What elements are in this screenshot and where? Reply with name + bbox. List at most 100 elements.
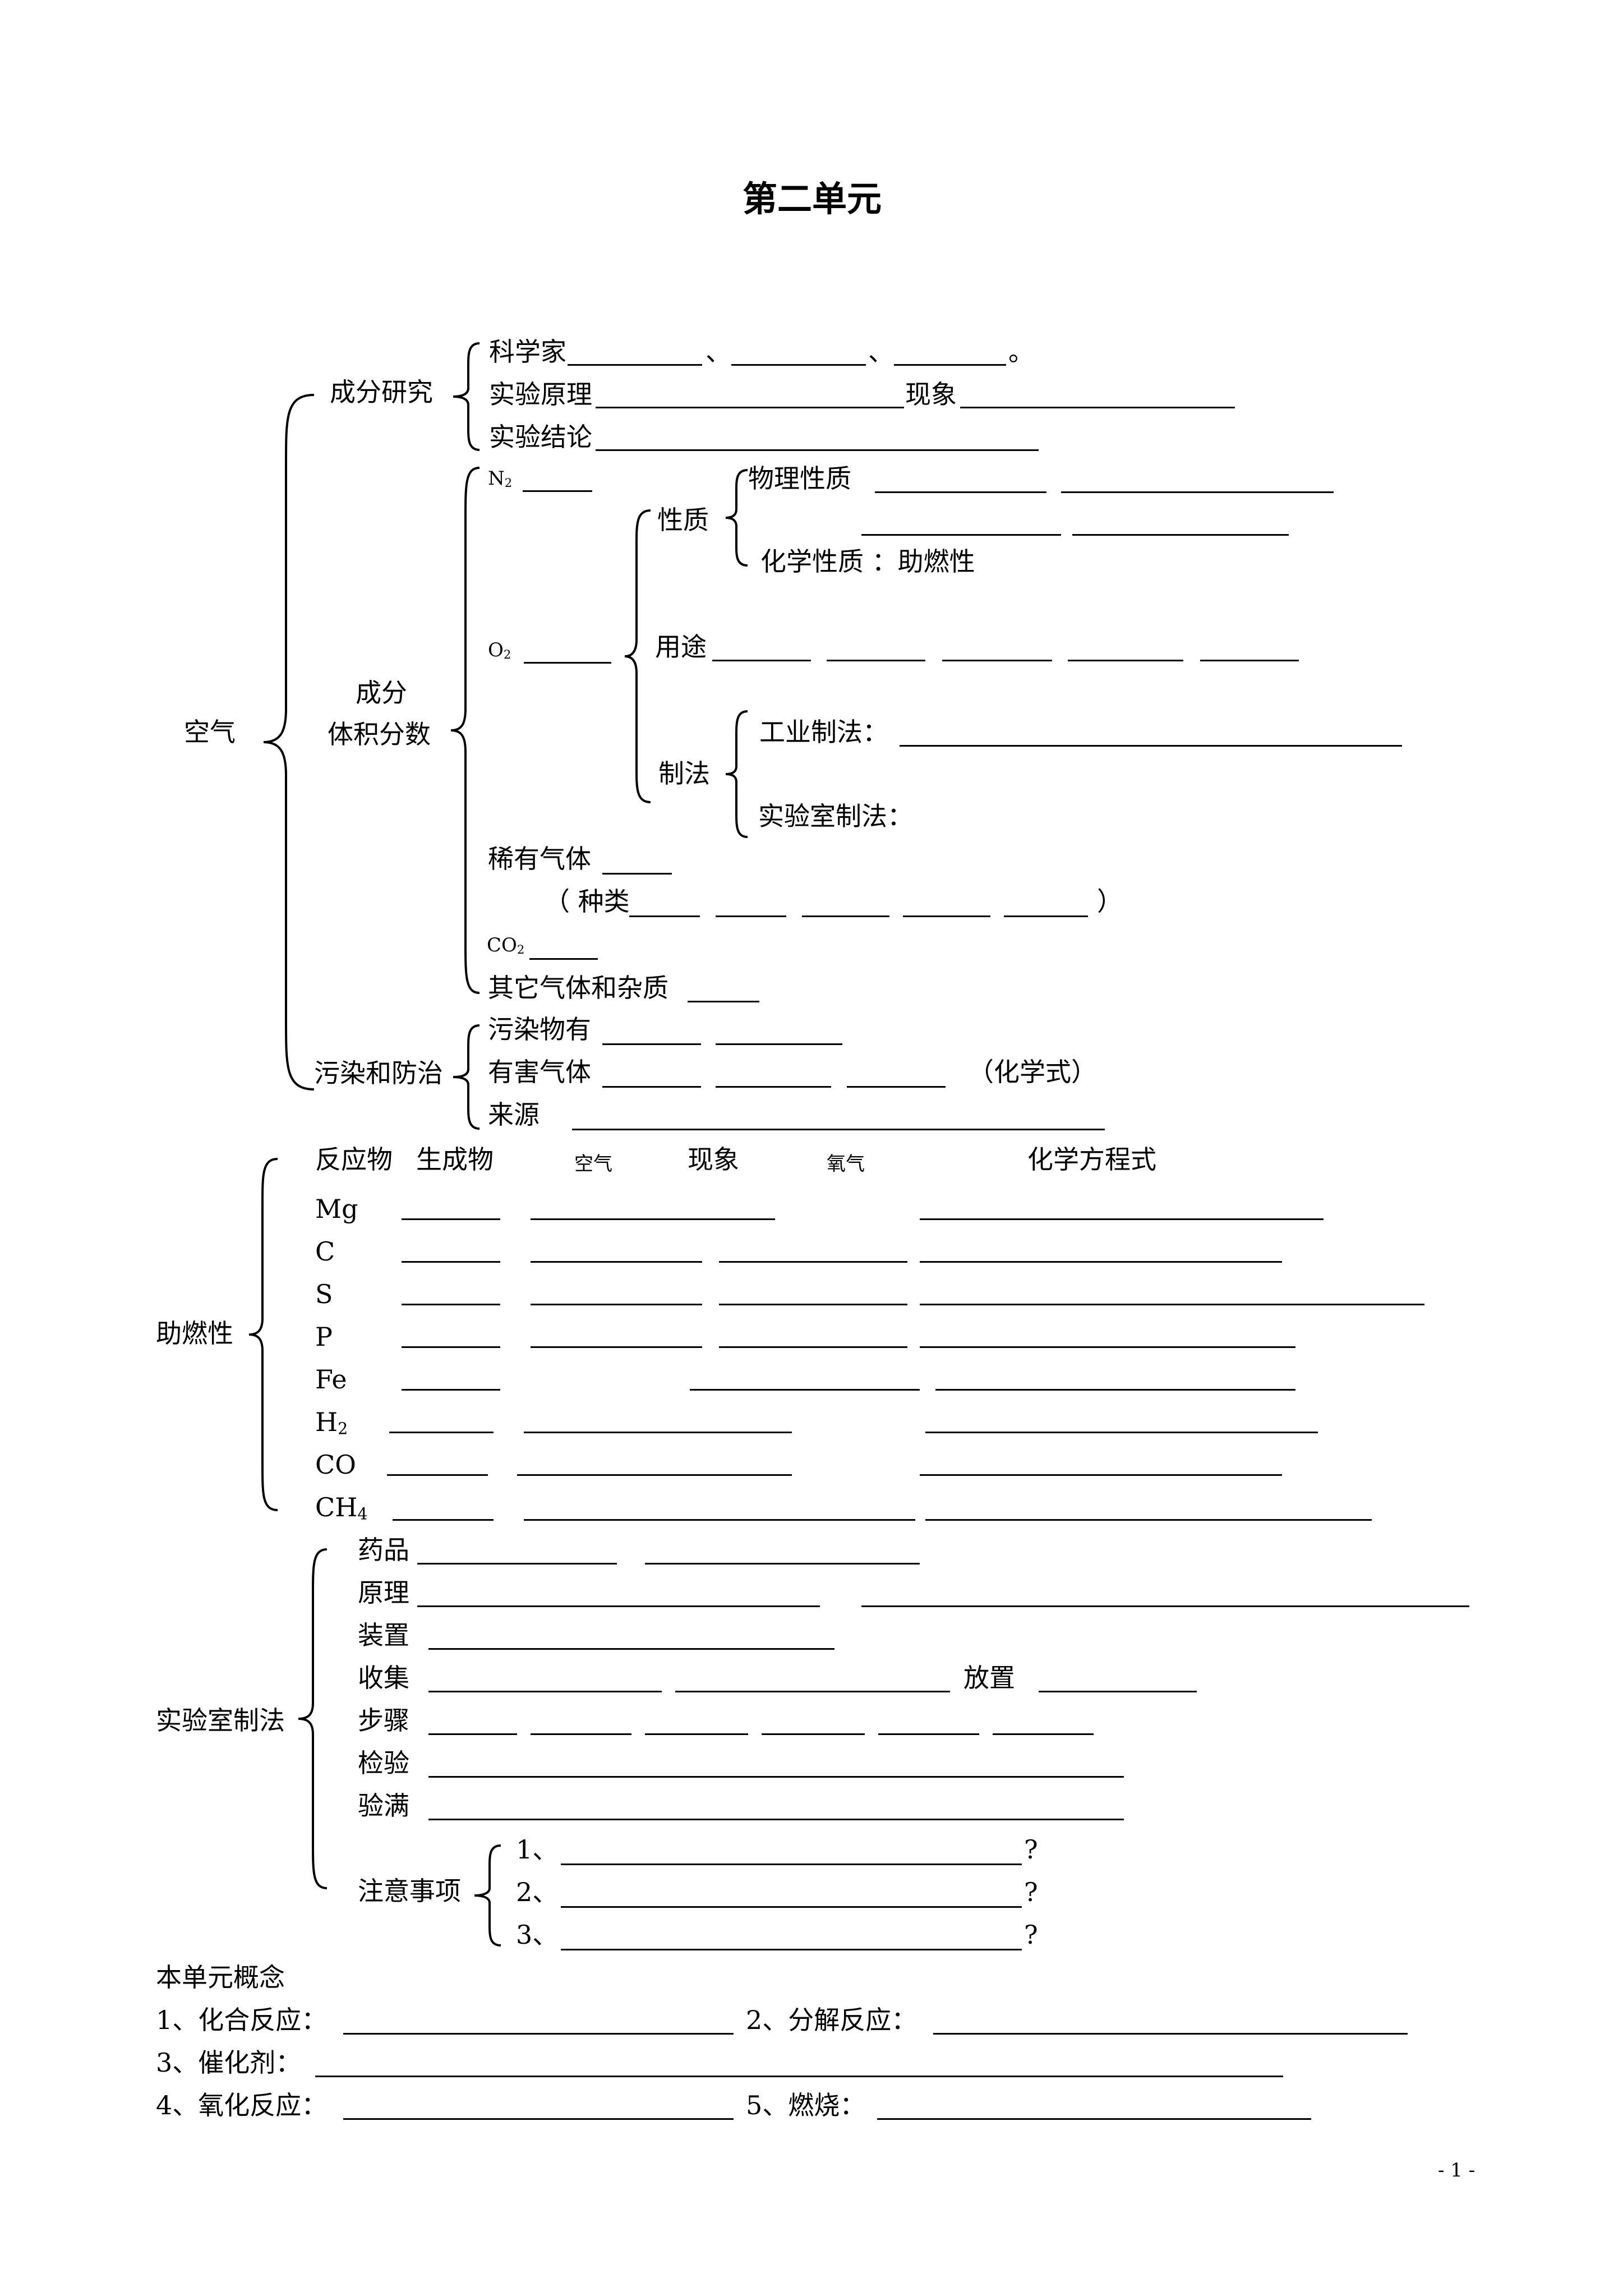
full-check-label: 验满 [358,1791,409,1821]
conclusion-blank[interactable] [596,449,1039,451]
noble-gas-blank[interactable] [602,873,672,875]
volume-fraction-label-2: 体积分数 [328,719,431,749]
s-air-blank[interactable] [531,1304,702,1305]
combustion-brace [248,1158,278,1511]
c-product-blank[interactable] [402,1261,500,1263]
pollutant-blank-2[interactable] [716,1043,842,1045]
source-blank[interactable] [572,1129,1105,1130]
scientist-blank-3[interactable] [894,364,1006,366]
physical-blank-4[interactable] [1072,534,1289,536]
concept-1-label: 1、化合反应： [156,2005,328,2035]
physical-blank-1[interactable] [875,491,1046,493]
kinds-blank-4[interactable] [903,915,990,917]
collection-blank-2[interactable] [675,1691,950,1692]
co2-blank[interactable] [529,958,598,960]
n2-label: N2 [488,467,513,490]
apparatus-blank[interactable] [428,1648,834,1650]
phenomenon-blank[interactable] [960,407,1235,408]
n2-blank[interactable] [523,490,592,492]
physical-blank-3[interactable] [861,534,1061,536]
industrial-method-blank[interactable] [900,745,1402,747]
placement-label: 放置 [963,1663,1015,1693]
placement-blank[interactable] [1039,1691,1197,1692]
col-equation: 化学方程式 [1027,1144,1156,1175]
principle-blank[interactable] [596,407,904,408]
pollutant-blank-1[interactable] [602,1043,701,1045]
page-number: - 1 - [1438,2159,1476,2182]
mg-product-blank[interactable] [402,1218,500,1220]
use-blank-4[interactable] [1068,660,1183,661]
p-product-blank[interactable] [402,1346,500,1348]
kinds-blank-1[interactable] [629,915,700,917]
use-blank-2[interactable] [827,660,925,661]
use-blank-5[interactable] [1200,660,1299,661]
c-air-blank[interactable] [531,1261,702,1263]
reactant-c: C [315,1236,335,1267]
step-blank-4[interactable] [762,1733,865,1735]
concept-4-blank[interactable] [343,2118,734,2120]
uses-label: 用途 [655,632,707,662]
step-blank-5[interactable] [878,1733,979,1735]
concept-3-blank[interactable] [315,2076,1283,2077]
o2-blank[interactable] [524,662,611,664]
step-blank-6[interactable] [993,1733,1094,1735]
scientist-blank-2[interactable] [731,364,866,366]
full-check-blank[interactable] [428,1819,1124,1820]
co-air-blank[interactable] [517,1474,792,1476]
lab-prep-brace [298,1548,328,1889]
fe-oxygen-blank[interactable] [690,1389,920,1391]
co-product-blank[interactable] [387,1474,488,1476]
s-equation-blank[interactable] [920,1304,1424,1305]
concept-5-blank[interactable] [877,2118,1311,2120]
harmful-blank-3[interactable] [847,1086,946,1088]
ch4-product-blank[interactable] [393,1519,494,1521]
physical-blank-2[interactable] [1061,491,1334,493]
drugs-blank-2[interactable] [645,1563,920,1565]
c-oxygen-blank[interactable] [719,1261,907,1263]
step-blank-3[interactable] [645,1733,748,1735]
reactant-ch4: CH4 [315,1492,368,1524]
other-gases-blank[interactable] [688,1001,759,1002]
fe-equation-blank[interactable] [935,1389,1295,1391]
steps-label: 步骤 [358,1705,409,1736]
h2-air-blank[interactable] [524,1432,792,1433]
s-oxygen-blank[interactable] [719,1304,907,1305]
use-blank-1[interactable] [712,660,811,661]
step-blank-2[interactable] [531,1733,631,1735]
p-oxygen-blank[interactable] [719,1346,907,1348]
drugs-blank-1[interactable] [417,1563,617,1565]
harmful-blank-1[interactable] [602,1086,701,1088]
source-label: 来源 [488,1099,540,1130]
c-equation-blank[interactable] [920,1261,1282,1263]
ch4-equation-blank[interactable] [925,1519,1372,1521]
co-equation-blank[interactable] [920,1474,1282,1476]
ch4-air-blank[interactable] [524,1519,915,1521]
collection-blank-1[interactable] [428,1691,662,1692]
mg-equation-blank[interactable] [920,1218,1324,1220]
use-blank-3[interactable] [942,660,1052,661]
p-air-blank[interactable] [531,1346,702,1348]
kinds-blank-3[interactable] [802,915,889,917]
test-blank[interactable] [428,1776,1124,1778]
concept-1-blank[interactable] [343,2033,734,2035]
p-equation-blank[interactable] [920,1346,1295,1348]
fe-product-blank[interactable] [402,1389,500,1391]
kinds-blank-5[interactable] [1004,915,1088,917]
note-3-question: ? [1024,1920,1038,1950]
note-1-number: 1、 [516,1834,559,1865]
s-product-blank[interactable] [402,1304,500,1305]
step-blank-1[interactable] [428,1733,517,1735]
principle-lab-blank-2[interactable] [861,1605,1469,1607]
physical-properties-label: 物理性质 [748,463,851,494]
mg-air-blank[interactable] [531,1218,775,1220]
note-1-blank[interactable] [561,1864,1022,1865]
principle-lab-blank-1[interactable] [417,1605,820,1607]
note-2-blank[interactable] [561,1906,1022,1908]
h2-equation-blank[interactable] [925,1432,1318,1433]
note-3-blank[interactable] [561,1949,1022,1950]
harmful-blank-2[interactable] [716,1086,831,1088]
scientist-blank-1[interactable] [568,364,702,366]
concept-2-blank[interactable] [933,2033,1408,2035]
h2-product-blank[interactable] [389,1432,494,1433]
kinds-blank-2[interactable] [716,915,786,917]
